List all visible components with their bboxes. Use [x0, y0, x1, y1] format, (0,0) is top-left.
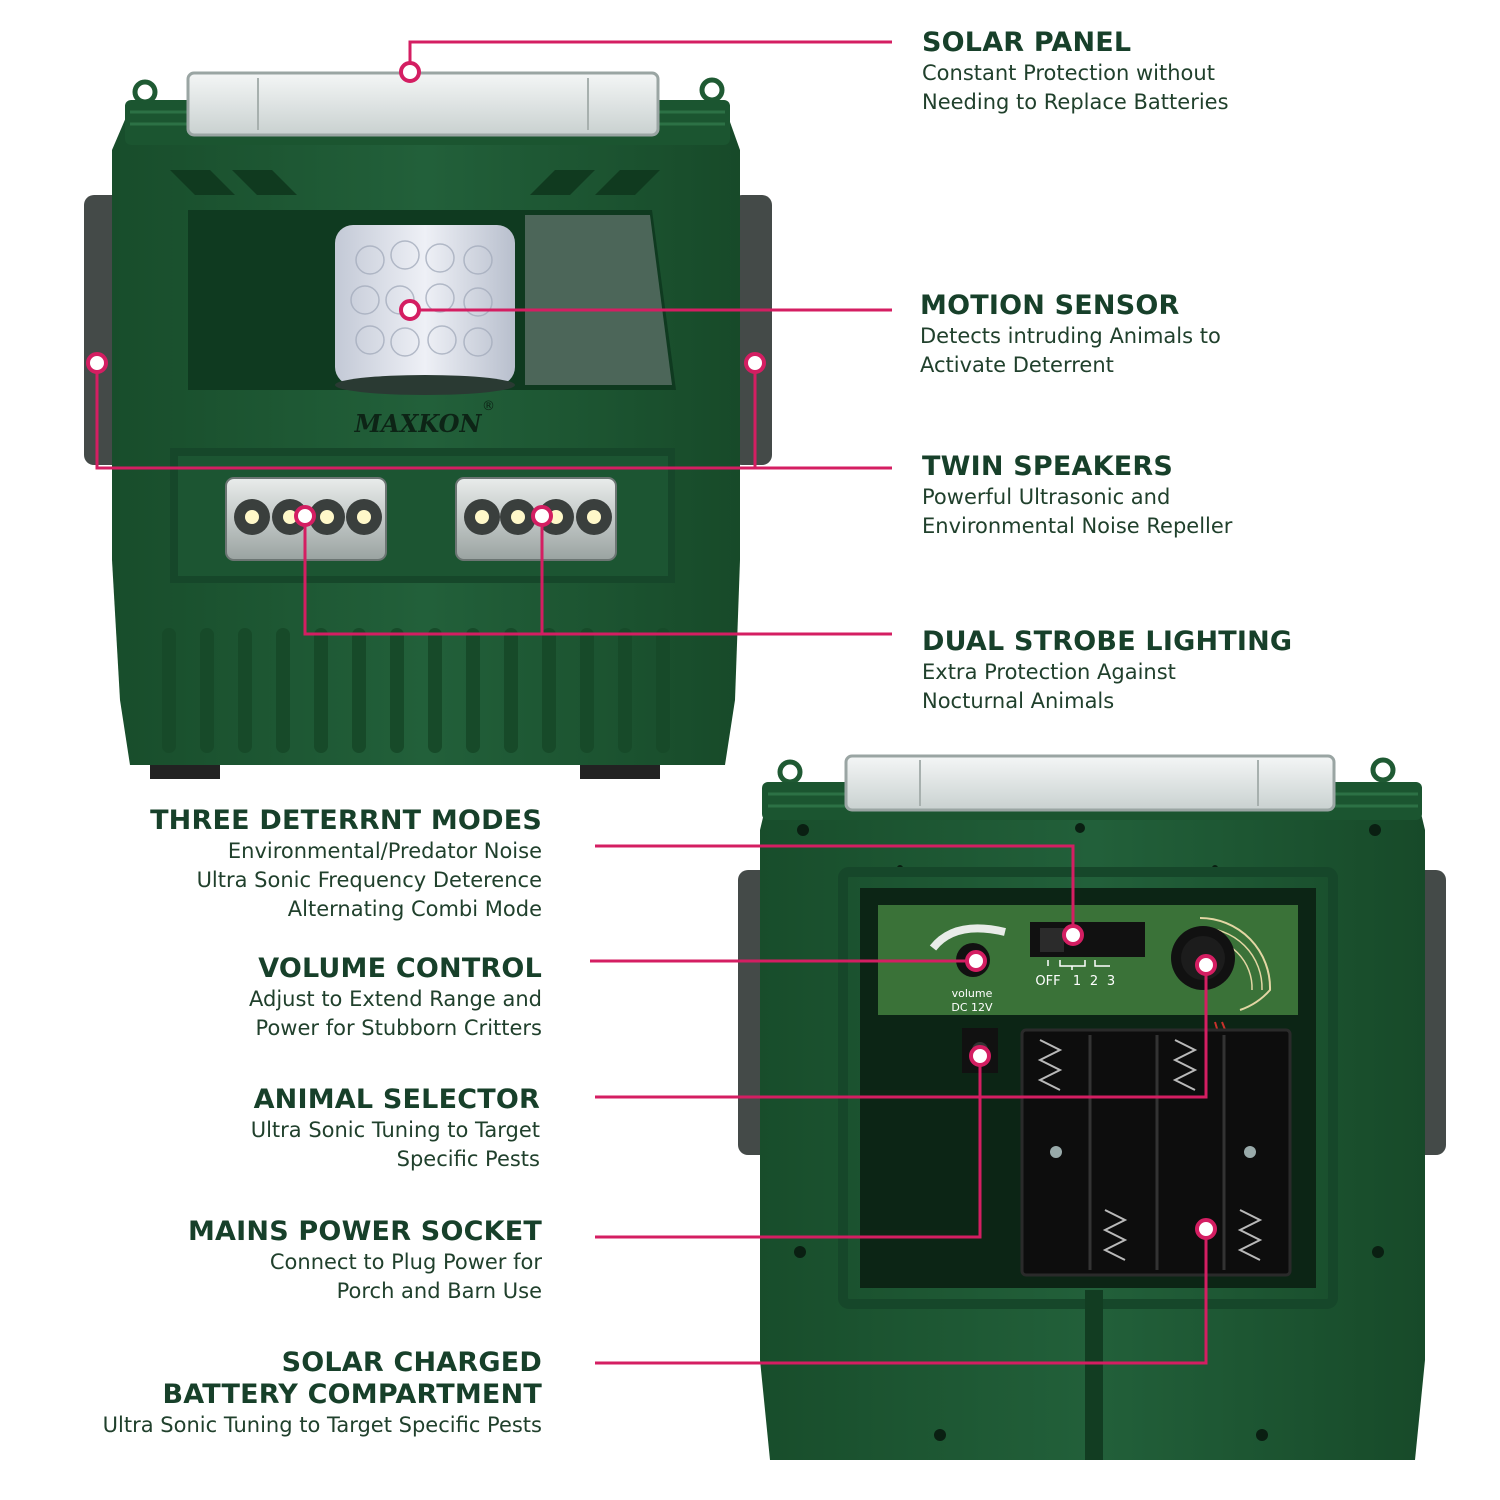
label-title: VOLUME CONTROL	[258, 953, 542, 984]
back-solar-panel	[844, 754, 1336, 812]
label-title: ANIMAL SELECTOR	[253, 1084, 540, 1115]
mount-hook-back-left	[777, 759, 803, 785]
label-animal-selector: ANIMAL SELECTOR Ultra Sonic Tuning to Ta…	[251, 1084, 540, 1174]
label-title: SOLAR CHARGED	[281, 1347, 542, 1378]
label-title: MOTION SENSOR	[920, 290, 1180, 321]
label-desc: Detects intruding Animals to	[920, 324, 1221, 348]
motion-sensor-lens	[335, 225, 515, 385]
label-desc: Extra Protection Against	[922, 660, 1176, 684]
label-title: MAINS POWER SOCKET	[187, 1216, 542, 1247]
label-desc: Connect to Plug Power for	[269, 1250, 542, 1274]
label-desc: Needing to Replace Batteries	[922, 90, 1229, 114]
label-mains-socket: MAINS POWER SOCKET Connect to Plug Power…	[188, 1216, 542, 1306]
label-desc: Constant Protection without	[922, 61, 1215, 85]
label-desc: Porch and Barn Use	[336, 1279, 542, 1303]
registered-mark: ®	[482, 399, 495, 414]
line-selector	[595, 965, 1208, 1099]
line-twin-speakers	[95, 363, 892, 470]
label-battery-compartment: SOLAR CHARGED BATTERY COMPARTMENT Ultra …	[103, 1347, 542, 1440]
line-modes	[595, 844, 1075, 935]
label-desc: Activate Deterrent	[920, 353, 1114, 377]
label-volume-control: VOLUME CONTROL Adjust to Extend Range an…	[249, 953, 542, 1043]
label-desc: Alternating Combi Mode	[287, 897, 542, 921]
label-title-line2: BATTERY COMPARTMENT	[162, 1379, 542, 1410]
label-title: SOLAR PANEL	[922, 27, 1132, 58]
label-three-modes: THREE DETERRNT MODES Environmental/Preda…	[150, 805, 542, 924]
switch-1-text: 1	[1073, 974, 1081, 989]
switch-2-text: 2	[1090, 974, 1098, 989]
label-desc: Powerful Ultrasonic and	[922, 485, 1171, 509]
label-dual-strobe: DUAL STROBE LIGHTING Extra Protection Ag…	[922, 626, 1292, 716]
front-ribs	[162, 628, 670, 753]
label-desc: Ultra Sonic Tuning to Target	[250, 1118, 540, 1142]
device-back: volume DC 12V OFF 1 2 3	[738, 754, 1446, 1460]
mount-hook-right	[699, 77, 725, 103]
label-motion-sensor: MOTION SENSOR Detects intruding Animals …	[920, 290, 1221, 380]
brand-logo: MAXKON	[354, 409, 483, 438]
solar-panel	[186, 71, 660, 137]
label-desc: Nocturnal Animals	[922, 689, 1115, 713]
label-desc: Environmental/Predator Noise	[227, 839, 542, 863]
label-desc: Environmental Noise Repeller	[922, 514, 1233, 538]
label-desc: Specific Pests	[396, 1147, 540, 1171]
mount-hook-back-right	[1370, 757, 1396, 783]
switch-3-text: 3	[1107, 974, 1115, 989]
side-speaker-right	[732, 195, 772, 465]
volume-text: volume	[952, 987, 993, 1000]
label-title: DUAL STROBE LIGHTING	[922, 626, 1293, 657]
label-desc: Ultra Sonic Tuning to Target Specific Pe…	[102, 1413, 542, 1437]
label-twin-speakers: TWIN SPEAKERS Powerful Ultrasonic and En…	[922, 451, 1232, 541]
mount-hook-left	[132, 79, 158, 105]
label-title: THREE DETERRNT MODES	[150, 805, 542, 836]
label-desc: Power for Stubborn Critters	[255, 1016, 542, 1040]
callout-dots	[86, 61, 1217, 1240]
front-vents	[170, 170, 660, 195]
line-battery	[595, 1229, 1208, 1365]
battery-compartment	[1020, 1028, 1292, 1277]
line-socket	[595, 1056, 982, 1239]
line-strobe	[303, 516, 892, 636]
label-desc: Adjust to Extend Range and	[249, 987, 542, 1011]
label-title: TWIN SPEAKERS	[922, 451, 1174, 482]
label-solar-panel: SOLAR PANEL Constant Protection without …	[922, 27, 1229, 117]
switch-off-text: OFF	[1035, 974, 1060, 989]
dc-text: DC 12V	[951, 1001, 993, 1014]
device-front: MAXKON ®	[84, 71, 772, 779]
line-solar-panel	[408, 40, 892, 72]
label-desc: Ultra Sonic Frequency Deterence	[196, 868, 542, 892]
